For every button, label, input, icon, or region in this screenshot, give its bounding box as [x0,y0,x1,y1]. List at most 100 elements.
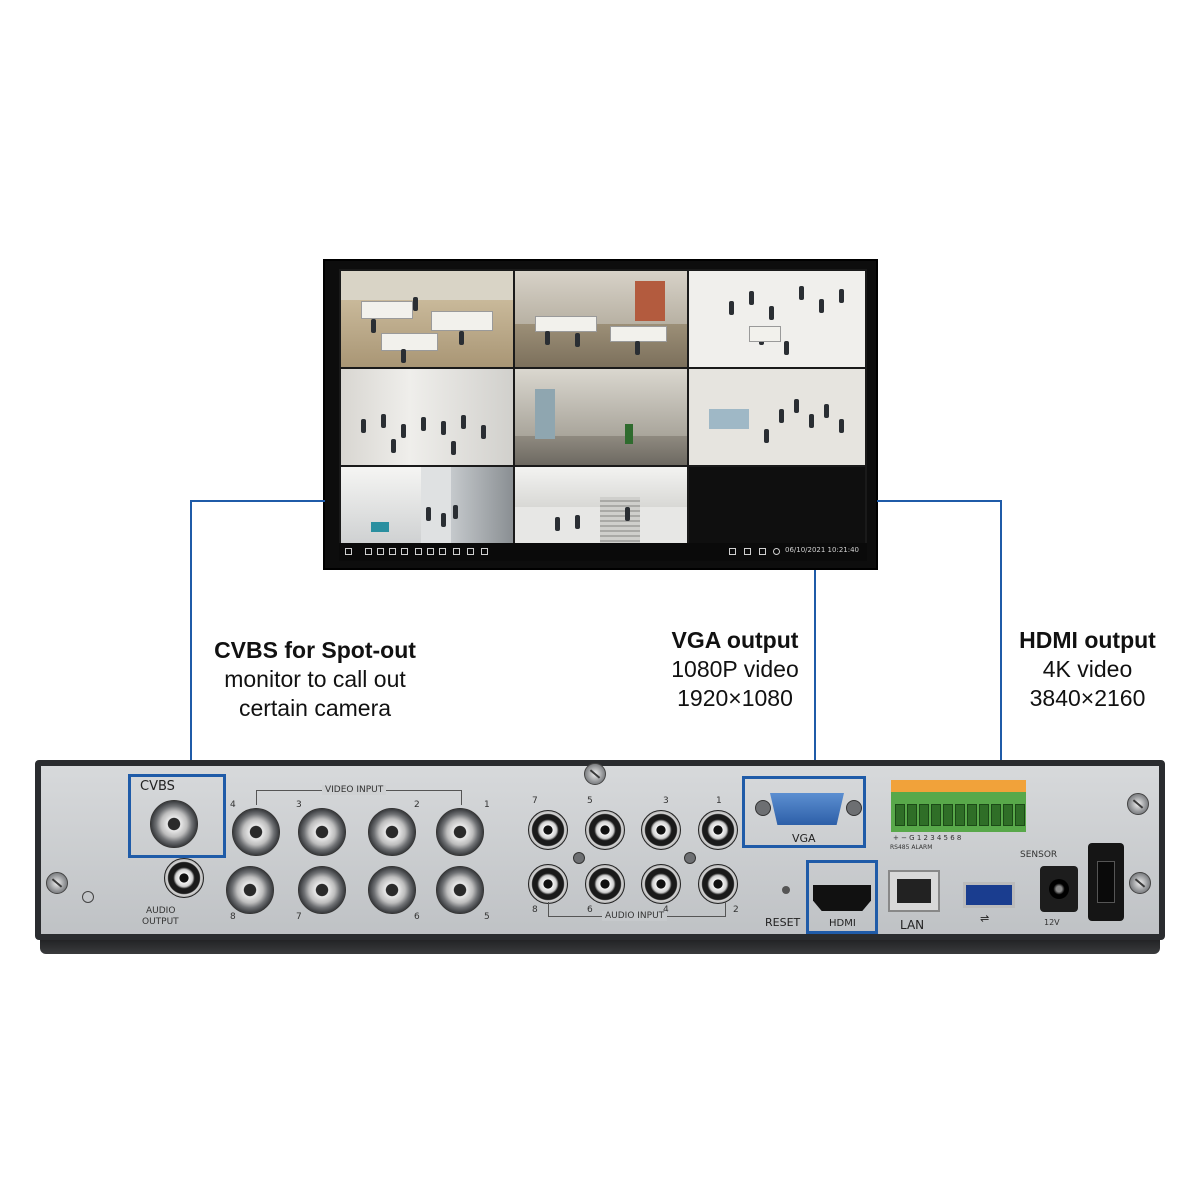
audio-input-6[interactable] [585,864,625,904]
monitor-icon[interactable] [729,548,736,555]
cvbs-connection-line [190,500,325,502]
hdmi-callout: HDMI output 4K video 3840×2160 [1005,626,1170,713]
settings-icon[interactable] [744,548,751,555]
audio-output-label-1: AUDIO [146,906,176,916]
hdmi-highlight [806,860,878,934]
dc-power-jack[interactable] [1040,866,1078,912]
terminal-numbers: + − G 1 2 3 4 5 6 8 [893,834,962,842]
audio-number-4: 4 [663,905,669,915]
audio-output-label-2: OUTPUT [142,917,179,927]
lock-icon[interactable] [759,548,766,555]
vga-callout-title: VGA output [671,627,799,653]
cvbs-callout-line3: certain camera [238,695,392,721]
video-input-3[interactable] [298,808,346,856]
nine-view-icon[interactable] [389,548,396,555]
video-input-2[interactable] [368,808,416,856]
single-view-icon[interactable] [365,548,372,555]
video-number-1: 1 [484,800,490,810]
monitor-screen: 06/10/2021 10:21:40 [339,269,867,561]
alarm-terminal-block[interactable] [891,780,1026,832]
audio-output-port[interactable] [164,858,204,898]
usb-icon: ⇌ [980,912,990,925]
video-number-4: 4 [230,800,236,810]
audio-input-5[interactable] [585,810,625,850]
reset-button[interactable] [782,886,790,894]
video-input-6[interactable] [368,866,416,914]
audio-input-1[interactable] [698,810,738,850]
power-label: 12V [1044,918,1060,927]
volume-icon[interactable] [439,548,446,555]
sixteen-view-icon[interactable] [401,548,408,555]
layout-icon[interactable] [345,548,352,555]
cvbs-callout-line2: monitor to call out [224,666,406,692]
audio-number-6: 6 [587,905,593,915]
camera-view-7[interactable] [341,467,513,543]
lan-port[interactable] [888,870,940,912]
video-number-3: 3 [296,800,302,810]
camera-view-6[interactable] [689,369,865,465]
screw-right-top [1127,793,1149,815]
camera-icon[interactable] [427,548,434,555]
video-number-5: 5 [484,912,490,922]
share-icon[interactable] [481,548,488,555]
info-icon[interactable] [773,548,780,555]
cvbs-highlight [128,774,226,858]
video-number-6: 6 [414,912,420,922]
cvbs-port[interactable] [150,800,198,848]
video-input-5[interactable] [436,866,484,914]
audio-input-8[interactable] [528,864,568,904]
usb-port[interactable] [963,882,1015,908]
audio-input-3[interactable] [641,810,681,850]
playback-icon[interactable] [415,548,422,555]
monitor: 06/10/2021 10:21:40 [323,259,878,570]
vga-highlight [742,776,866,848]
screw-left [46,872,68,894]
audio-input-4[interactable] [641,864,681,904]
vga-callout-line3: 1920×1080 [677,685,793,711]
camera-view-2[interactable] [515,271,687,367]
audio-input-2[interactable] [698,864,738,904]
cvbs-callout: CVBS for Spot-out monitor to call out ce… [195,636,435,723]
ground-icon [82,891,94,903]
audio-input-7[interactable] [528,810,568,850]
video-input-1[interactable] [436,808,484,856]
vga-label: VGA [792,832,816,845]
audio-number-7: 7 [532,796,538,806]
audio-nut-2 [684,852,696,864]
screw-top [584,763,606,785]
network-icon[interactable] [467,548,474,555]
vga-callout-line2: 1080P video [671,656,799,682]
audio-number-1: 1 [716,796,722,806]
video-input-4[interactable] [232,808,280,856]
audio-number-5: 5 [587,796,593,806]
dvr-base [40,936,1160,954]
lan-label: LAN [900,918,925,932]
audio-number-2: 2 [733,905,739,915]
alarm-label: RS485 ALARM [890,844,933,851]
taskbar: 06/10/2021 10:21:40 [339,543,867,561]
vga-port[interactable] [770,793,844,825]
power-switch[interactable] [1088,843,1124,921]
camera-view-5[interactable] [515,369,687,465]
camera-view-3[interactable] [689,271,865,367]
camera-view-8[interactable] [515,467,687,543]
hdmi-label: HDMI [829,918,856,929]
video-input-label: VIDEO INPUT [322,785,387,795]
vga-screw-right [846,800,862,816]
camera-view-4[interactable] [341,369,513,465]
video-input-8[interactable] [226,866,274,914]
clock: 06/10/2021 10:21:40 [784,546,859,554]
quad-view-icon[interactable] [377,548,384,555]
hdmi-callout-line3: 3840×2160 [1029,685,1146,711]
hdmi-callout-line2: 4K video [1042,656,1133,682]
vga-connection-line [814,570,816,777]
vga-callout: VGA output 1080P video 1920×1080 [655,626,815,713]
camera-view-9[interactable] [689,467,865,543]
hdmi-port[interactable] [813,885,871,911]
video-input-7[interactable] [298,866,346,914]
camera-view-1[interactable] [341,271,513,367]
video-number-8: 8 [230,912,236,922]
audio-number-3: 3 [663,796,669,806]
cvbs-callout-title: CVBS for Spot-out [214,637,416,663]
record-icon[interactable] [453,548,460,555]
